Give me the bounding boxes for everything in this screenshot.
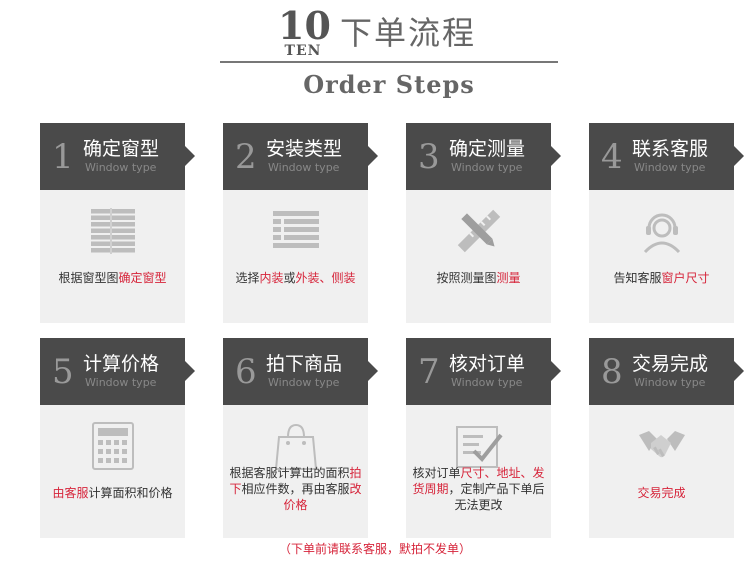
step-card-3: 3 确定测量 Window type 按照测量图测量: [406, 123, 561, 323]
step-subtitle: Window type: [85, 161, 157, 174]
step-title: 计算价格: [83, 353, 160, 375]
step-title: 确定测量: [449, 138, 526, 160]
step-title: 拍下商品: [266, 353, 343, 375]
step-card-5: 5 计算价格 Window type 由客服计算面积和价格: [40, 338, 195, 538]
step-card-6: 6 拍下商品 Window type 根据客服计算出的面积拍下相应件数，再由客服…: [223, 338, 378, 538]
footer-note: （下单前请联系客服，默拍不发单）: [278, 542, 471, 556]
step-title: 安装类型: [266, 138, 343, 160]
step-number: 8: [601, 352, 623, 392]
step-description: 交易完成: [593, 485, 730, 501]
step-desc-segment: 内装: [259, 271, 284, 285]
step-card-4: 4 联系客服 Window type 告知客服窗户尺寸: [589, 123, 744, 323]
step-card-2: 2 安装类型 Window type 选择内装或外装、侧装: [223, 123, 378, 323]
handshake-icon: [637, 421, 687, 471]
step-title: 交易完成: [632, 353, 709, 375]
step-body: 交易完成: [589, 405, 734, 538]
step-subtitle: Window type: [268, 376, 340, 389]
header-number-sub: TEN: [284, 43, 322, 59]
step-subtitle: Window type: [85, 376, 157, 389]
step-description: 选择内装或外装、侧装: [227, 270, 364, 286]
step-desc-segment: 核对订单: [412, 466, 461, 480]
step-description: 由客服计算面积和价格: [44, 485, 181, 501]
calculator-icon: [88, 421, 138, 471]
step-desc-segment: 测量: [496, 271, 521, 285]
step-subtitle: Window type: [634, 161, 706, 174]
step-body: 根据客服计算出的面积拍下相应件数，再由客服改价格: [223, 405, 368, 538]
step-description: 告知客服窗户尺寸: [593, 270, 730, 286]
step-desc-segment: 窗户尺寸: [661, 271, 710, 285]
step-card-7: 7 核对订单 Window type 核对订单尺寸、地址、发货周期，定制产品下单…: [406, 338, 561, 538]
step-desc-segment: 确定窗型: [118, 271, 167, 285]
step-desc-segment: 根据窗型图: [58, 271, 119, 285]
step-body: 告知客服窗户尺寸: [589, 190, 734, 323]
step-header: 3 确定测量 Window type: [406, 123, 561, 190]
step-header: 8 交易完成 Window type: [589, 338, 744, 405]
step-description: 核对订单尺寸、地址、发货周期，定制产品下单后无法更改: [410, 465, 547, 513]
step-desc-segment: 选择: [235, 271, 260, 285]
header-title-cn: 下单流程: [340, 14, 477, 52]
step-number: 3: [418, 137, 440, 177]
step-desc-segment: 交易完成: [637, 486, 686, 500]
step-title: 联系客服: [632, 138, 709, 160]
step-header: 2 安装类型 Window type: [223, 123, 378, 190]
header-title-en: Order Steps: [303, 70, 475, 99]
step-number: 7: [418, 352, 440, 392]
step-body: 按照测量图测量: [406, 190, 551, 323]
step-body: 选择内装或外装、侧装: [223, 190, 368, 323]
step-header: 1 确定窗型 Window type: [40, 123, 195, 190]
step-subtitle: Window type: [634, 376, 706, 389]
step-number: 1: [52, 137, 74, 177]
page-header: 10 TEN 下单流程 Order Steps: [0, 0, 750, 110]
step-desc-segment: 拍下: [229, 466, 362, 496]
step-description: 按照测量图测量: [410, 270, 547, 286]
step-header: 7 核对订单 Window type: [406, 338, 561, 405]
step-subtitle: Window type: [268, 161, 340, 174]
install-list-icon: [271, 206, 321, 256]
step-number: 5: [52, 352, 74, 392]
step-number: 6: [235, 352, 257, 392]
shopping-bag-icon: [271, 421, 321, 471]
step-title: 确定窗型: [83, 138, 160, 160]
customer-service-icon: [637, 206, 687, 256]
step-description: 根据客服计算出的面积拍下相应件数，再由客服改价格: [227, 465, 364, 513]
step-body: 由客服计算面积和价格: [40, 405, 185, 538]
step-title: 核对订单: [449, 353, 526, 375]
step-desc-segment: 根据客服计算出的面积: [229, 466, 350, 480]
step-desc-segment: 告知客服: [613, 271, 662, 285]
step-subtitle: Window type: [451, 161, 523, 174]
header-number: 10: [278, 3, 331, 48]
step-desc-segment: 改价格: [283, 482, 362, 512]
step-header: 5 计算价格 Window type: [40, 338, 195, 405]
step-subtitle: Window type: [451, 376, 523, 389]
step-desc-segment: 由客服: [52, 486, 89, 500]
step-desc-segment: 尺寸、地址、发货周期: [412, 466, 545, 496]
step-desc-segment: 或: [283, 271, 296, 285]
ruler-pencil-icon: [454, 206, 504, 256]
order-check-icon: [454, 421, 504, 471]
step-body: 根据窗型图确定窗型: [40, 190, 185, 323]
step-desc-segment: 相应件数，再由客服: [241, 482, 350, 496]
step-desc-segment: 外装、侧装: [295, 271, 356, 285]
step-number: 4: [601, 137, 623, 177]
blinds-icon: [88, 206, 138, 256]
step-body: 核对订单尺寸、地址、发货周期，定制产品下单后无法更改: [406, 405, 551, 538]
step-desc-segment: 按照测量图: [436, 271, 497, 285]
step-header: 4 联系客服 Window type: [589, 123, 744, 190]
step-card-8: 8 交易完成 Window type 交易完成: [589, 338, 744, 538]
step-header: 6 拍下商品 Window type: [223, 338, 378, 405]
header-divider: [220, 61, 558, 63]
step-desc-segment: ，定制产品下单后无法更改: [448, 482, 545, 512]
step-number: 2: [235, 137, 257, 177]
step-description: 根据窗型图确定窗型: [44, 270, 181, 286]
step-desc-segment: 计算面积和价格: [88, 486, 173, 500]
step-card-1: 1 确定窗型 Window type 根据窗型图确定窗型: [40, 123, 195, 323]
